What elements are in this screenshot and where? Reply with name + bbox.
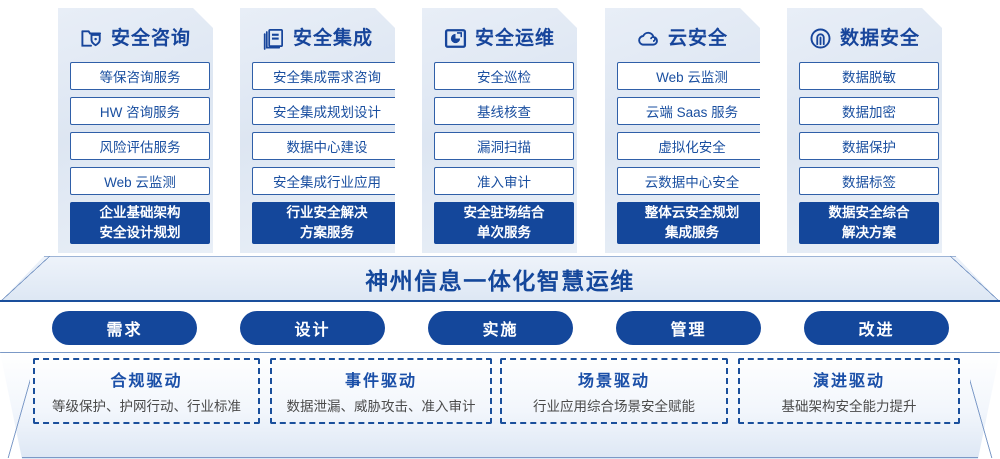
- phase-pill-row: 需求 设计 实施 管理 改进: [0, 311, 1000, 345]
- solution-highlight[interactable]: 数据安全综合解决方案: [799, 202, 939, 244]
- service-chip[interactable]: Web 云监测: [70, 167, 210, 195]
- solution-highlight-line: 安全驻场结合: [463, 205, 545, 221]
- column-title: 安全集成: [292, 27, 373, 49]
- service-chip[interactable]: 安全集成规划设计: [252, 97, 402, 125]
- service-chip[interactable]: 安全集成需求咨询: [252, 62, 402, 90]
- column-title: 安全运维: [474, 27, 555, 49]
- column-header: 数据安全: [799, 14, 930, 62]
- cloud-icon: [637, 27, 660, 50]
- driver-card-3[interactable]: 场景驱动行业应用综合场景安全赋能: [500, 358, 728, 424]
- solution-highlight[interactable]: 整体云安全规划集成服务: [617, 202, 767, 244]
- driver-title: 合规驱动: [110, 373, 183, 390]
- stacked-documents-icon: [262, 27, 285, 50]
- service-chip[interactable]: HW 咨询服务: [70, 97, 210, 125]
- phase-pill-2[interactable]: 设计: [240, 311, 385, 345]
- solution-highlight-line: 集成服务: [665, 225, 719, 240]
- driver-subtitle: 等级保护、护网行动、行业标准: [52, 399, 241, 414]
- driver-card-1[interactable]: 合规驱动等级保护、护网行动、行业标准: [33, 358, 260, 424]
- solution-highlight-line: 单次服务: [477, 225, 531, 240]
- solution-highlight-line: 整体云安全规划: [644, 205, 740, 221]
- driver-subtitle: 数据泄漏、威胁攻击、准入审计: [286, 399, 476, 414]
- service-chip[interactable]: 安全集成行业应用: [252, 167, 402, 195]
- service-chip[interactable]: Web 云监测: [617, 62, 767, 90]
- solution-highlight-line: 数据安全综合: [828, 205, 910, 221]
- banner-bottom-rule: [0, 300, 1000, 302]
- driver-title: 场景驱动: [577, 373, 650, 390]
- monitor-chart-icon: [444, 27, 467, 50]
- solution-highlight[interactable]: 企业基础架构安全设计规划: [70, 202, 210, 244]
- solution-highlight-line: 行业安全解决: [286, 205, 368, 221]
- solution-highlight-line: 安全设计规划: [99, 225, 181, 240]
- phase-pill-1[interactable]: 需求: [52, 311, 197, 345]
- service-chip[interactable]: 云端 Saas 服务: [617, 97, 767, 125]
- service-chip[interactable]: 数据保护: [799, 132, 939, 160]
- phase-pill-5[interactable]: 改进: [804, 311, 949, 345]
- driver-title: 事件驱动: [344, 373, 417, 390]
- column-header: 云安全: [617, 14, 748, 62]
- driver-card-4[interactable]: 演进驱动基础架构安全能力提升: [738, 358, 960, 424]
- driver-subtitle: 基础架构安全能力提升: [781, 399, 917, 414]
- column-title: 数据安全: [839, 27, 920, 49]
- phase-pill-4[interactable]: 管理: [616, 311, 761, 345]
- phase-pill-3[interactable]: 实施: [428, 311, 573, 345]
- column-header: 安全运维: [434, 14, 565, 62]
- solution-highlight[interactable]: 安全驻场结合单次服务: [434, 202, 574, 244]
- service-chip[interactable]: 虚拟化安全: [617, 132, 767, 160]
- solution-highlight-line: 方案服务: [300, 225, 354, 240]
- capability-columns: 安全咨询等保咨询服务 HW 咨询服务风险评估服务 Web 云监测企业基础架构安全设计…: [0, 0, 1000, 253]
- service-chip[interactable]: 等保咨询服务: [70, 62, 210, 90]
- service-chip[interactable]: 漏洞扫描: [434, 132, 574, 160]
- service-chip[interactable]: 安全巡检: [434, 62, 574, 90]
- driver-card-2[interactable]: 事件驱动数据泄漏、威胁攻击、准入审计: [270, 358, 492, 424]
- service-chip[interactable]: 基线核查: [434, 97, 574, 125]
- driver-title: 演进驱动: [812, 373, 885, 390]
- solution-highlight-line: 解决方案: [842, 225, 896, 240]
- banner-top-edge: [44, 256, 956, 257]
- column-title: 云安全: [667, 27, 728, 49]
- folder-shield-icon: [80, 27, 103, 50]
- service-chip[interactable]: 数据脱敏: [799, 62, 939, 90]
- column-title: 安全咨询: [110, 27, 191, 49]
- capability-column-5: 数据安全数据脱敏数据加密数据保护数据标签数据安全综合解决方案: [787, 8, 942, 253]
- fingerprint-icon: [809, 27, 832, 50]
- column-header: 安全咨询: [70, 14, 201, 62]
- service-chip[interactable]: 准入审计: [434, 167, 574, 195]
- capability-column-2: 安全集成安全集成需求咨询安全集成规划设计数据中心建设安全集成行业应用行业安全解决…: [240, 8, 395, 253]
- capability-column-3: 安全运维安全巡检基线核查漏洞扫描准入审计安全驻场结合单次服务: [422, 8, 577, 253]
- solution-highlight[interactable]: 行业安全解决方案服务: [252, 202, 402, 244]
- capability-column-1: 安全咨询等保咨询服务 HW 咨询服务风险评估服务 Web 云监测企业基础架构安全设计…: [58, 8, 213, 253]
- column-header: 安全集成: [252, 14, 383, 62]
- service-chip[interactable]: 数据加密: [799, 97, 939, 125]
- integration-banner: [0, 256, 1000, 302]
- service-chip[interactable]: 云数据中心安全: [617, 167, 767, 195]
- service-chip[interactable]: 数据标签: [799, 167, 939, 195]
- driver-subtitle: 行业应用综合场景安全赋能: [533, 399, 695, 414]
- service-chip[interactable]: 数据中心建设: [252, 132, 402, 160]
- solution-highlight-line: 企业基础架构: [99, 205, 181, 221]
- service-chip[interactable]: 风险评估服务: [70, 132, 210, 160]
- banner-title: 神州信息一体化智慧运维: [365, 268, 635, 294]
